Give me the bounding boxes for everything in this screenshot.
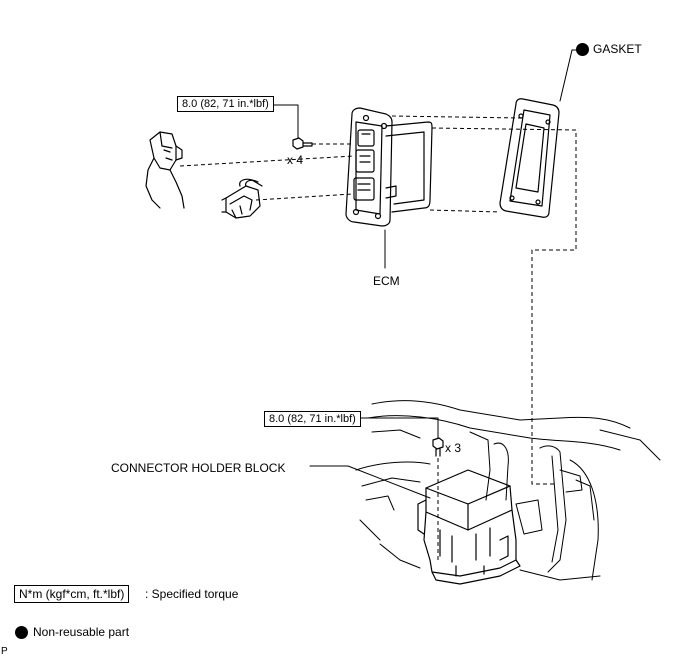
nonreusable-icon <box>576 43 589 56</box>
harness-connector-small <box>221 178 263 219</box>
vehicle-body <box>355 400 661 581</box>
ecm-bolt <box>292 137 313 150</box>
gasket-label: GASKET <box>593 42 642 56</box>
legend-torque-desc: : Specified torque <box>145 587 239 601</box>
leader-lines <box>269 49 583 499</box>
corner-mark: P <box>1 646 8 657</box>
connector-holder-block-label: CONNECTOR HOLDER BLOCK <box>111 461 286 475</box>
ecm-bolt-quantity: x 4 <box>287 153 304 167</box>
legend-nonreusable-desc: Non-reusable part <box>33 625 130 639</box>
connector-holder-block-part <box>417 469 521 585</box>
ecm-label: ECM <box>373 274 400 288</box>
holder-bolt-quantity: x 3 <box>445 441 462 455</box>
legend-torque-units: N*m (kgf*cm, ft.*lbf) <box>14 585 130 603</box>
holder-bolt-torque-box: 8.0 (82, 71 in.*lbf) <box>264 411 361 427</box>
ecm-unit <box>345 107 433 227</box>
harness-connector-left <box>145 131 185 209</box>
alignment-lines <box>179 115 577 560</box>
holder-bolt <box>432 437 444 457</box>
ecm-bolt-torque-box: 8.0 (82, 71 in.*lbf) <box>177 96 274 112</box>
legend-nonreusable-icon <box>15 626 28 639</box>
gasket-part <box>499 98 560 218</box>
